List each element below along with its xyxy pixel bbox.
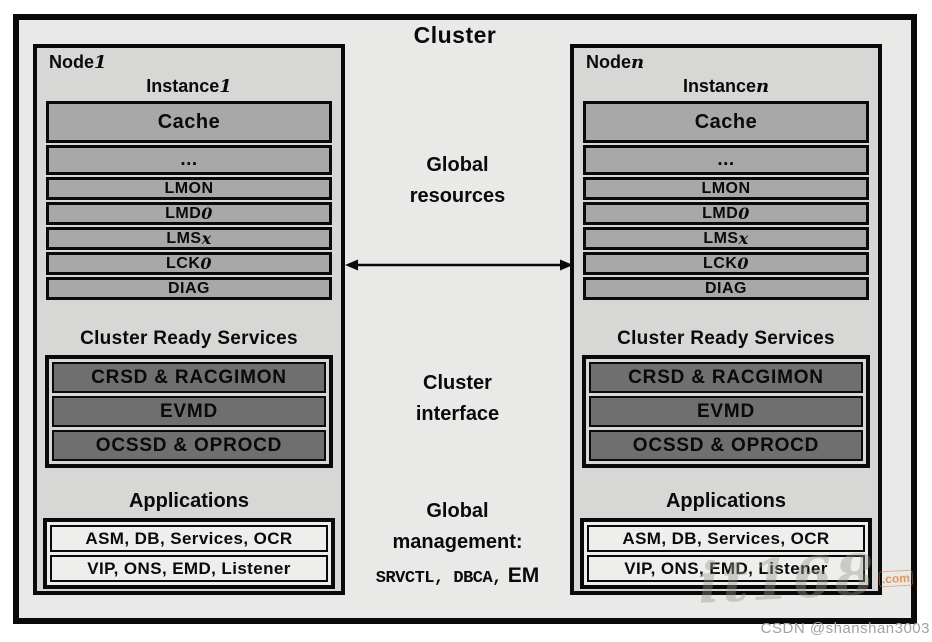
cache-row: Cache bbox=[46, 101, 332, 143]
cache-label: Cache bbox=[694, 110, 758, 133]
global-management-line2: management: bbox=[392, 531, 523, 553]
apps-row-2: VIP, ONS, EMD, Listener bbox=[587, 555, 865, 582]
crsd-racgimon-row: CRSD & RACGIMON bbox=[52, 362, 326, 393]
node1-name: Node bbox=[49, 52, 94, 72]
cluster-interface-line1: Cluster bbox=[423, 372, 492, 394]
lmd-suffix: 0 bbox=[738, 204, 750, 223]
cache-row: Cache bbox=[583, 101, 869, 143]
applications-title: Applications bbox=[128, 490, 249, 512]
lck-suffix: 0 bbox=[200, 254, 213, 273]
cluster-interface-label: Cluster interface bbox=[345, 368, 570, 430]
ellipsis-row: ... bbox=[46, 145, 332, 175]
em-label: EM bbox=[501, 564, 540, 587]
global-resources-line1: Global bbox=[426, 154, 489, 176]
lmd-label: LMD bbox=[165, 204, 202, 222]
ellipsis-row: ... bbox=[583, 145, 869, 175]
instance1-name-suffix: 1 bbox=[219, 76, 232, 97]
lmon-label: LMON bbox=[701, 179, 751, 197]
crs-box: CRSD & RACGIMON EVMD OCSSD & OPROCD bbox=[45, 355, 333, 468]
applications-title: Applications bbox=[665, 490, 786, 512]
apps-row-1: ASM, DB, Services, OCR bbox=[50, 525, 328, 552]
lmd-suffix: 0 bbox=[201, 204, 213, 223]
evmd-row: EVMD bbox=[52, 396, 326, 427]
cache-label: Cache bbox=[157, 110, 221, 133]
apps-row-1: ASM, DB, Services, OCR bbox=[587, 525, 865, 552]
bidirectional-arrow-icon bbox=[345, 257, 573, 273]
lmon-row: LMON bbox=[46, 177, 332, 200]
global-management-line1: Global bbox=[426, 500, 489, 522]
global-resources-line2: resources bbox=[409, 185, 506, 207]
ocssd-oprocd-row: OCSSD & OPROCD bbox=[589, 430, 863, 461]
global-management-label: Global management: SRVCTL, DBCA, EM bbox=[345, 496, 570, 594]
diag-label: DIAG bbox=[705, 279, 747, 297]
apps-row-2: VIP, ONS, EMD, Listener bbox=[50, 555, 328, 582]
noden-name: Node bbox=[586, 52, 631, 72]
lmd-label: LMD bbox=[702, 204, 739, 222]
crs-title: Cluster Ready Services bbox=[80, 328, 298, 349]
lck-label: LCK bbox=[702, 254, 738, 272]
management-tools: SRVCTL, DBCA, EM bbox=[345, 560, 570, 594]
lmon-label: LMON bbox=[164, 179, 214, 197]
ocssd-oprocd-row: OCSSD & OPROCD bbox=[52, 430, 326, 461]
node1-title: Node1 bbox=[37, 48, 341, 76]
instancen-title: Instancen bbox=[574, 76, 878, 98]
crsd-racgimon-row: CRSD & RACGIMON bbox=[589, 362, 863, 393]
lck-suffix: 0 bbox=[737, 254, 750, 273]
applications-box: ASM, DB, Services, OCR VIP, ONS, EMD, Li… bbox=[580, 518, 872, 589]
instance1-name: Instance bbox=[146, 76, 220, 96]
lmon-row: LMON bbox=[583, 177, 869, 200]
instancen-name-suffix: n bbox=[755, 76, 770, 97]
crs-box: CRSD & RACGIMON EVMD OCSSD & OPROCD bbox=[582, 355, 870, 468]
diag-label: DIAG bbox=[168, 279, 210, 297]
cluster-interface-line2: interface bbox=[415, 403, 500, 425]
lms-label: LMS bbox=[703, 229, 739, 247]
lms-suffix: x bbox=[738, 229, 749, 248]
instancen-name: Instance bbox=[682, 76, 756, 96]
diag-row: DIAG bbox=[46, 277, 332, 300]
applications-box: ASM, DB, Services, OCR VIP, ONS, EMD, Li… bbox=[43, 518, 335, 589]
lck-label: LCK bbox=[165, 254, 201, 272]
lms-suffix: x bbox=[201, 229, 212, 248]
node1-name-suffix: 1 bbox=[94, 52, 107, 73]
ellipsis-label: ... bbox=[180, 149, 198, 170]
ellipsis-label: ... bbox=[717, 149, 735, 170]
noden-title: Noden bbox=[574, 48, 878, 76]
diag-row: DIAG bbox=[583, 277, 869, 300]
evmd-row: EVMD bbox=[589, 396, 863, 427]
srvctl-dbca-label: SRVCTL, DBCA, bbox=[375, 569, 503, 588]
instance1-title: Instance1 bbox=[37, 76, 341, 98]
noden-name-suffix: n bbox=[631, 52, 645, 73]
lms-label: LMS bbox=[166, 229, 202, 247]
crs-title: Cluster Ready Services bbox=[617, 328, 835, 349]
cluster-title: Cluster bbox=[413, 22, 497, 48]
global-resources-label: Global resources bbox=[345, 150, 570, 212]
csdn-watermark: CSDN @shanshan3003 bbox=[760, 620, 930, 637]
